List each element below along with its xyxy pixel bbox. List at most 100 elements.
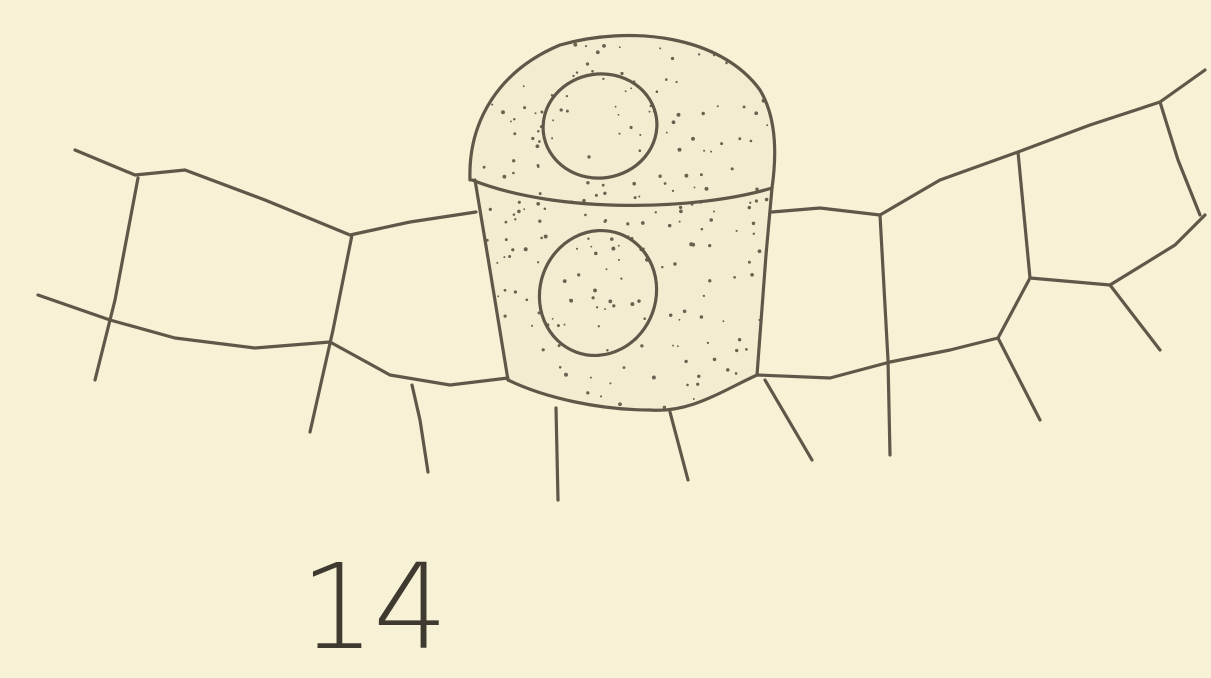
stipple-dot — [505, 238, 508, 241]
stipple-dot — [552, 318, 554, 320]
right-cell-wall-1 — [880, 215, 890, 455]
stipple-dot — [748, 261, 751, 264]
stipple-dot — [592, 296, 595, 299]
stipple-dot — [738, 338, 741, 341]
stipple-dot — [603, 220, 606, 223]
stipple-dot — [630, 126, 633, 129]
stipple-dot — [765, 198, 769, 202]
stipple-dot — [640, 344, 643, 347]
stipple-dot — [586, 62, 589, 65]
stipple-dot — [535, 112, 537, 114]
stipple-dot — [743, 105, 746, 108]
stipple-dot — [501, 110, 505, 114]
stipple-dot — [735, 349, 738, 352]
stipple-dot — [679, 206, 682, 209]
stipple-dot — [632, 182, 636, 186]
stipple-dot — [679, 210, 683, 214]
stipple-dot — [620, 277, 622, 279]
stipple-dot — [606, 349, 609, 352]
stipple-dot — [697, 375, 700, 378]
stipple-dot — [705, 187, 709, 191]
stipple-dot — [659, 47, 661, 49]
stipple-dot — [686, 384, 689, 387]
stipple-dot — [542, 348, 545, 351]
stipple-dot — [537, 261, 539, 263]
stipple-dot — [503, 175, 507, 179]
stipple-dot — [758, 249, 762, 253]
stipple-dot — [752, 222, 755, 225]
stipple-dot — [512, 172, 515, 175]
stipple-dot — [701, 228, 704, 231]
stipple-dot — [652, 376, 656, 380]
stipple-dot — [504, 289, 507, 292]
stipple-dot — [717, 105, 719, 107]
stipple-dot — [766, 124, 768, 126]
stipple-dot — [735, 372, 738, 375]
stipple-dot — [750, 273, 754, 277]
stipple-dot — [576, 248, 578, 250]
stipple-dot — [586, 391, 589, 394]
stipple-dot — [738, 137, 741, 140]
stipple-dot — [503, 314, 506, 317]
stipple-dot — [693, 398, 695, 400]
stipple-dot — [618, 245, 620, 247]
stipple-dot — [595, 194, 598, 197]
stipple-dot — [707, 342, 709, 344]
stipple-dot — [658, 175, 661, 178]
stipple-dot — [539, 192, 542, 195]
left-cell-wall-1 — [95, 178, 138, 380]
stipple-dot — [612, 304, 615, 307]
stipple-dot — [513, 118, 515, 120]
stipple-dot — [720, 142, 723, 145]
stipple-dot — [625, 90, 627, 92]
stipple-dot — [649, 111, 651, 113]
stipple-dot — [606, 268, 608, 270]
stipple-dot — [523, 85, 525, 87]
stipple-dot — [523, 106, 526, 109]
stipple-dot — [538, 140, 541, 143]
stipple-dot — [557, 324, 560, 327]
stipple-dot — [630, 302, 634, 306]
stipple-dot — [586, 181, 589, 184]
stipple-dot — [491, 104, 493, 106]
stipple-dot — [703, 150, 705, 152]
stipple-dot — [523, 208, 525, 210]
stipple-dot — [587, 237, 589, 239]
stipple-dot — [656, 90, 659, 93]
stipple-dot — [609, 382, 611, 384]
stipple-dot — [531, 137, 534, 140]
stipple-dot — [700, 315, 704, 319]
stipple-dot — [683, 310, 687, 314]
stipple-dot — [665, 78, 668, 81]
stipple-dot — [708, 279, 711, 282]
stipple-dot — [560, 108, 563, 111]
stipple-dot — [512, 159, 515, 162]
stipple-dot — [590, 377, 592, 379]
stipple-dot — [672, 190, 674, 192]
stipple-dot — [566, 95, 568, 97]
left-cell-wall-2 — [310, 235, 352, 432]
figure-number: 14 — [300, 548, 446, 666]
left-cell-wall-3 — [412, 385, 428, 472]
stipple-dot — [615, 106, 617, 108]
stipple-dot — [525, 298, 528, 301]
stipple-dot — [672, 120, 676, 124]
stipple-dot — [593, 288, 597, 292]
stipple-dot — [540, 237, 543, 240]
stipple-dot — [513, 132, 516, 135]
stipple-dot — [698, 53, 700, 55]
stipple-dot — [584, 214, 587, 217]
stipple-dot — [684, 174, 688, 178]
stipple-dot — [600, 395, 602, 397]
stipple-dot — [538, 220, 541, 223]
stipple-dot — [713, 210, 715, 212]
stipple-dot — [537, 130, 540, 133]
stipple-dot — [531, 325, 533, 327]
right-stub-2 — [1110, 285, 1160, 350]
stipple-dot — [598, 325, 600, 327]
stipple-dot — [639, 134, 641, 136]
stipple-dot — [733, 276, 736, 279]
stipple-dot — [514, 290, 517, 293]
stipple-dot — [677, 113, 681, 117]
stipple-dot — [483, 166, 486, 169]
